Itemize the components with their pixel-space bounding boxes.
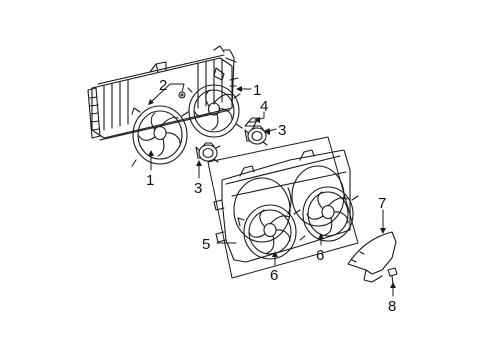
- callout-1-right-fan: 1: [253, 82, 261, 99]
- leader-lines: [149, 83, 394, 297]
- callout-8-bolt: 8: [388, 298, 396, 315]
- callout-1-left-fan: 1: [146, 172, 154, 189]
- callout-2-nut: 2: [159, 77, 167, 94]
- callout-3-right-motor: 3: [278, 122, 286, 139]
- leader-arrowheads: [148, 86, 396, 288]
- shroud-reference-box: [207, 136, 359, 279]
- nut-part: [178, 91, 186, 99]
- callout-4-bracket: 4: [260, 98, 268, 115]
- radiator: [87, 45, 239, 141]
- fan-shroud: [213, 149, 351, 263]
- callout-6-right-fan-blade: 6: [316, 247, 324, 264]
- callout-7-deflector: 7: [378, 195, 386, 212]
- fan-assembly-right: [187, 84, 243, 138]
- callout-6-left-fan-blade: 6: [270, 267, 278, 284]
- fan-blade-right: [299, 186, 359, 242]
- fan-assembly-left: [131, 105, 189, 167]
- bolt-part: [387, 267, 398, 285]
- callout-3-left-motor: 3: [194, 180, 202, 197]
- air-deflector: [347, 231, 397, 283]
- callout-5-shroud: 5: [202, 236, 210, 253]
- fan-motor-left: [195, 142, 221, 163]
- fan-motor-right: [244, 125, 270, 146]
- fan-blade-left: [237, 204, 301, 260]
